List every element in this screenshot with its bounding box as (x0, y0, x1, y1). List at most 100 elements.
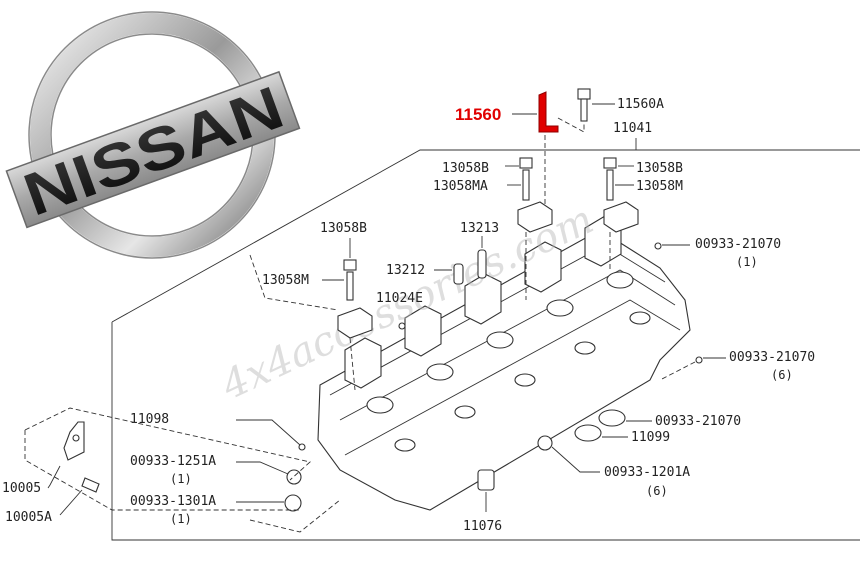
seal-11098 (574, 424, 602, 442)
plug-00933-1201A[interactable]: 00933-1201A (6) (537, 435, 690, 498)
port (394, 438, 416, 452)
callout-00933-1201A[interactable]: 00933-1201A (604, 465, 690, 480)
dowel (477, 249, 487, 279)
callout-10005A[interactable]: 10005A (5, 510, 52, 525)
bolt-10005A (81, 477, 100, 493)
plug-00933-21070-c[interactable]: 11098 (130, 412, 306, 451)
callout-13213[interactable]: 13213 (460, 221, 499, 236)
callout-13058B-left[interactable]: 13058B (320, 221, 367, 236)
frame-bottom-line (111, 322, 860, 541)
bracket-11560-shape[interactable] (538, 91, 559, 133)
part-11076[interactable]: 11076 (463, 469, 502, 534)
port (574, 341, 596, 355)
gasket-11099 (598, 409, 626, 427)
port (629, 311, 651, 325)
valve-pocket (546, 299, 574, 317)
callout-11560A[interactable]: 11560A (617, 97, 664, 112)
callout-13058MA[interactable]: 13058MA (433, 179, 488, 194)
callout-11024E[interactable]: 11024E (376, 291, 423, 306)
dash (349, 337, 356, 391)
valve-pocket (426, 363, 454, 381)
cam-cap (337, 307, 373, 339)
bracket-10005-group[interactable]: 10005 10005A (2, 407, 311, 525)
logo-bar (5, 70, 301, 229)
part-11098[interactable]: 11099 (574, 424, 670, 445)
bolt-13058B-center[interactable]: 13058B 13058MA (433, 157, 553, 300)
part-11024E[interactable]: 11024E (376, 291, 423, 330)
plug-00933-1301A[interactable]: 00933-1301A (1) (130, 494, 341, 533)
qty-00933-21070-a: (1) (736, 255, 758, 269)
bolt-shank (580, 98, 588, 122)
bolt-13058B-right[interactable]: 13058B 13058M (603, 157, 683, 270)
plug-00933-21070-a[interactable]: 00933-21070 (1) (654, 237, 781, 269)
callout-11098[interactable]: 11099 (631, 430, 670, 445)
plug-00933-21070-b[interactable]: 00933-21070 (6) (659, 350, 815, 382)
cam-tower (524, 241, 562, 293)
plug (654, 242, 662, 250)
callout-00933-21070-a[interactable]: 00933-21070 (695, 237, 781, 252)
plug (398, 322, 406, 330)
part-11041[interactable]: 11041 (613, 121, 652, 150)
callout-10005[interactable]: 10005 (2, 481, 41, 496)
cam-cap (517, 201, 553, 233)
leader (59, 489, 83, 516)
bolt-head (577, 88, 591, 100)
nut (519, 157, 533, 169)
callout-00933-21070-c[interactable]: 11098 (130, 412, 169, 427)
callout-13058M-left[interactable]: 13058M (262, 273, 309, 288)
plug (298, 443, 306, 451)
dash-link (557, 117, 585, 133)
plug-00933-1251A[interactable]: 00933-1251A (1) (130, 454, 302, 486)
valve-pocket (606, 271, 634, 289)
plug (695, 356, 703, 364)
label-11560[interactable]: 11560 (455, 105, 501, 124)
callout-13212[interactable]: 13212 (386, 263, 425, 278)
callout-13058B-top-right[interactable]: 13058B (636, 161, 683, 176)
part-13212[interactable]: 13212 (386, 263, 464, 285)
leader (236, 419, 301, 446)
stud (522, 169, 530, 201)
valve-pocket (486, 331, 514, 349)
port (454, 405, 476, 419)
valve-pockets (366, 271, 651, 452)
bracket-10005 (63, 421, 85, 461)
bolt-11560A[interactable]: 11560A (557, 88, 664, 133)
frame-top-line (111, 149, 860, 323)
part-13213[interactable]: 13213 (460, 221, 499, 279)
callout-00933-21070-b[interactable]: 00933-21070 (729, 350, 815, 365)
dash (659, 361, 696, 381)
leader (236, 461, 289, 475)
stud (346, 271, 354, 301)
callout-11099[interactable]: 00933-21070 (655, 414, 741, 429)
callout-11076[interactable]: 11076 (463, 519, 502, 534)
cylinder-head (317, 215, 691, 511)
callout-11041[interactable]: 11041 (613, 121, 652, 136)
bolt-13058B-left[interactable]: 13058B 13058M (249, 221, 373, 391)
cam-cap (603, 201, 639, 233)
dowel (453, 263, 464, 285)
dash (249, 499, 341, 533)
callout-13058M-right[interactable]: 13058M (636, 179, 683, 194)
nut (603, 157, 617, 169)
stud (606, 169, 614, 201)
valve-pocket (366, 396, 394, 414)
qty-00933-1301A: (1) (170, 512, 192, 526)
nut (343, 259, 357, 271)
qty-00933-1251A: (1) (170, 472, 192, 486)
dash-frame (24, 407, 311, 511)
plug (286, 469, 302, 485)
callout-00933-1301A[interactable]: 00933-1301A (130, 494, 216, 509)
cam-tower (404, 305, 442, 357)
nissan-logo: NISSAN (5, 11, 301, 259)
leader (551, 446, 600, 473)
port (514, 373, 536, 387)
part-11099[interactable]: 00933-21070 (598, 409, 741, 429)
cam-tower (344, 337, 382, 389)
bracket-11560[interactable]: 11560 (455, 91, 559, 210)
plug (284, 494, 302, 512)
callout-00933-1251A[interactable]: 00933-1251A (130, 454, 216, 469)
bracket-11076 (477, 469, 495, 491)
callout-13058B-top-left[interactable]: 13058B (442, 161, 489, 176)
